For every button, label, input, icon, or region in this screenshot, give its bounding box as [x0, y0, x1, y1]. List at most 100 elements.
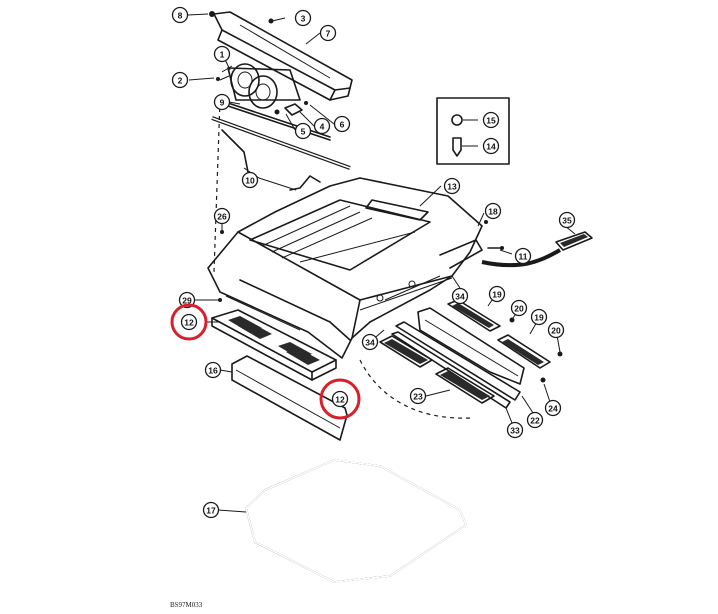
callout-13: 13 — [443, 177, 461, 195]
callout-circle — [514, 247, 532, 265]
callout-2: 2 — [171, 71, 189, 89]
louver-grille-12 — [211, 309, 337, 381]
callout-circle — [213, 207, 231, 225]
callout-label: 11 — [519, 252, 528, 262]
callout-label: 13 — [447, 182, 457, 192]
callout-23: 23 — [409, 387, 427, 405]
callout-20: 20 — [510, 299, 528, 317]
callout-11: 11 — [514, 247, 532, 265]
callout-circle — [482, 137, 500, 155]
callout-label: 7 — [326, 29, 331, 39]
callout-12: 12 — [170, 303, 208, 341]
callout-7: 7 — [319, 24, 337, 42]
connector-35 — [555, 231, 593, 251]
callout-label: 33 — [510, 426, 520, 436]
callout-label: 4 — [320, 122, 325, 132]
callout-label: 16 — [208, 366, 218, 376]
callout-label: 12 — [335, 395, 345, 405]
callout-circle — [506, 421, 524, 439]
callout-circle — [451, 287, 469, 305]
callout-10: 10 — [241, 171, 259, 189]
callout-9: 9 — [213, 93, 231, 111]
callout-label: 10 — [245, 176, 255, 186]
callout-circle — [409, 387, 427, 405]
callout-20: 20 — [547, 321, 565, 339]
callout-label: 17 — [206, 506, 216, 516]
blower-cover-7 — [213, 11, 353, 101]
callout-circle — [530, 308, 548, 326]
callout-circle — [294, 122, 312, 140]
callout-17: 17 — [202, 501, 220, 519]
assembly-line-right — [359, 359, 471, 419]
callout-33: 33 — [506, 421, 524, 439]
callout-3: 3 — [294, 9, 312, 27]
callout-circle — [547, 321, 565, 339]
assembly-line-left — [213, 99, 221, 273]
callout-35: 35 — [558, 211, 576, 229]
callout-label: 26 — [217, 212, 227, 222]
rods-9-10 — [211, 102, 351, 191]
callout-label: 12 — [184, 318, 194, 328]
highlight-ring — [319, 378, 361, 420]
callout-circle — [241, 171, 259, 189]
callout-circle — [510, 299, 528, 317]
callout-circle — [294, 9, 312, 27]
detail-inset-box — [436, 97, 510, 165]
callout-circle — [361, 333, 379, 351]
callout-8: 8 — [171, 6, 189, 24]
callout-19: 19 — [488, 285, 506, 303]
callout-label: 15 — [486, 116, 496, 126]
small-parts-4-5-6 — [209, 11, 308, 116]
callout-label: 20 — [514, 304, 524, 314]
callout-16: 16 — [204, 361, 222, 379]
callout-1: 1 — [213, 45, 231, 63]
callout-24: 24 — [544, 399, 562, 417]
callout-label: 2 — [178, 76, 183, 86]
drawing-code: BS97M033 — [170, 601, 203, 609]
callout-label: 34 — [365, 338, 375, 348]
highlight-ring — [170, 303, 208, 341]
callout-14: 14 — [482, 137, 500, 155]
callout-4: 4 — [313, 117, 331, 135]
gasket-16-inner — [235, 369, 341, 429]
callout-circle — [484, 202, 502, 220]
callout-label: 1 — [220, 50, 225, 60]
callout-label: 6 — [340, 120, 345, 130]
callout-circle — [526, 411, 544, 429]
gasket-16 — [231, 355, 348, 441]
callout-5: 5 — [294, 122, 312, 140]
callout-circle — [482, 111, 500, 129]
callout-label: 14 — [486, 142, 496, 152]
callout-circle — [204, 361, 222, 379]
callout-22: 22 — [526, 411, 544, 429]
callout-label: 9 — [220, 98, 225, 108]
callout-circle — [313, 117, 331, 135]
callout-label: 3 — [301, 14, 306, 24]
callout-18: 18 — [484, 202, 502, 220]
blower-assembly-1 — [219, 63, 301, 109]
seal-17 — [245, 459, 467, 583]
callout-26: 26 — [213, 207, 231, 225]
callout-label: 29 — [182, 296, 192, 306]
callout-circle — [171, 6, 189, 24]
callout-label: 35 — [562, 216, 572, 226]
callout-label: 22 — [530, 416, 540, 426]
callout-circle — [443, 177, 461, 195]
callout-circle — [213, 93, 231, 111]
callout-circle — [544, 399, 562, 417]
callout-label: 18 — [488, 207, 498, 217]
callout-6: 6 — [333, 115, 351, 133]
callout-circle — [171, 71, 189, 89]
callout-circle — [319, 24, 337, 42]
wire-harness-11 — [481, 246, 562, 268]
callout-circle — [488, 285, 506, 303]
callout-circle — [213, 45, 231, 63]
callout-label: 5 — [301, 127, 306, 137]
callout-label: 23 — [413, 392, 423, 402]
heater-housing-13 — [207, 177, 483, 359]
callout-circle — [331, 390, 349, 408]
callout-19: 19 — [530, 308, 548, 326]
callout-circle — [180, 313, 198, 331]
